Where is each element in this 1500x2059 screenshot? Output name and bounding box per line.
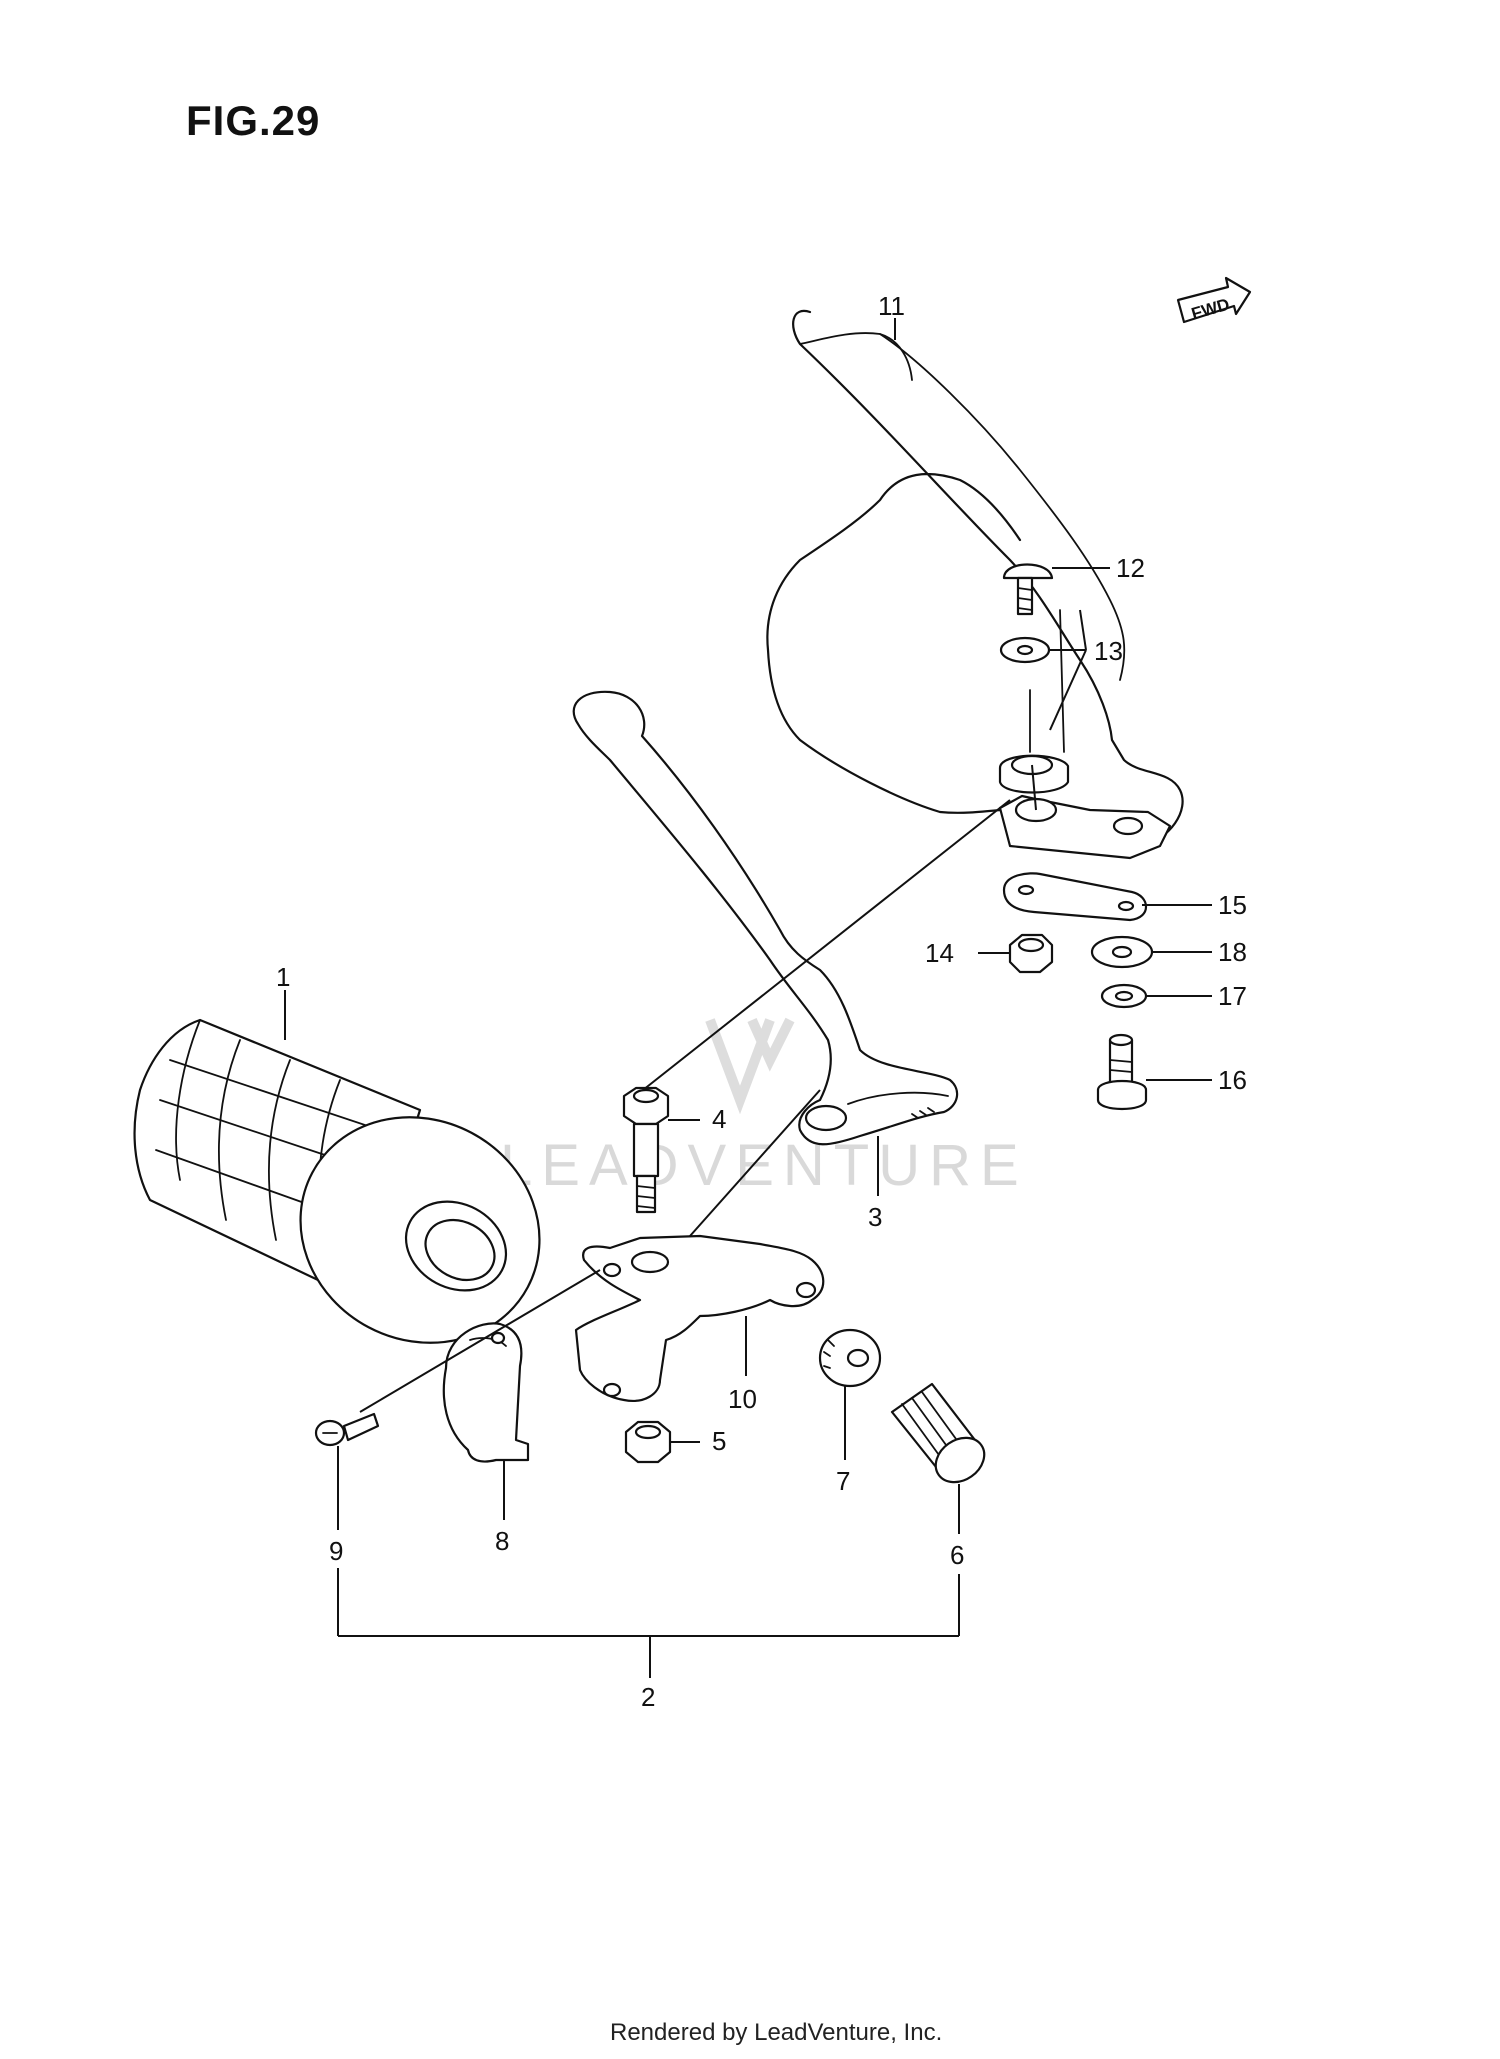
adjuster-6	[890, 1382, 986, 1484]
grip	[133, 1018, 541, 1344]
plate-15	[1002, 872, 1148, 922]
bolt-16	[1096, 1033, 1148, 1110]
fwd-arrow-icon: FWD	[1176, 276, 1252, 324]
callout-12: 12	[1116, 553, 1145, 583]
callout-6: 6	[950, 1540, 964, 1570]
watermark: LEADVENTURE	[500, 1017, 1028, 1198]
callout-3: 3	[868, 1202, 882, 1232]
footer-credit: Rendered by LeadVenture, Inc.	[610, 2019, 942, 2046]
callout-9: 9	[329, 1536, 343, 1566]
callout-1: 1	[276, 962, 290, 992]
callout-2: 2	[641, 1682, 655, 1712]
callout-18: 18	[1218, 937, 1247, 967]
lever-bracket	[574, 1234, 825, 1402]
washer-18	[1090, 935, 1154, 969]
callout-8: 8	[495, 1526, 509, 1556]
hand-guard	[766, 309, 1184, 860]
pivot-bolt-4	[622, 1086, 670, 1214]
callout-15: 15	[1218, 890, 1247, 920]
callout-10: 10	[728, 1384, 757, 1414]
leader-lines	[284, 318, 1212, 1678]
callout-14: 14	[925, 938, 954, 968]
callout-17: 17	[1218, 981, 1247, 1011]
callout-16: 16	[1218, 1065, 1247, 1095]
clamp-8	[442, 1322, 530, 1463]
screw-9	[314, 1412, 380, 1447]
figure-title: FIG.29	[186, 97, 320, 144]
lock-washer-17	[1100, 983, 1148, 1009]
clutch-lever	[572, 690, 959, 1146]
watermark-text: LEADVENTURE	[500, 1133, 1028, 1198]
washer-13	[999, 636, 1051, 664]
callout-13: 13	[1094, 636, 1123, 666]
callout-11: 11	[878, 291, 905, 321]
callout-5: 5	[712, 1426, 726, 1456]
callout-labels: 1 2 3 4 5 6 7 8 9 10 11 12 13 14 15 16 1…	[276, 291, 1247, 1712]
screw-12	[1002, 563, 1054, 616]
nut-14	[1008, 933, 1054, 974]
locknut-7	[818, 1328, 882, 1388]
nut-5	[624, 1420, 672, 1464]
callout-4: 4	[712, 1104, 726, 1134]
callout-7: 7	[836, 1466, 850, 1496]
